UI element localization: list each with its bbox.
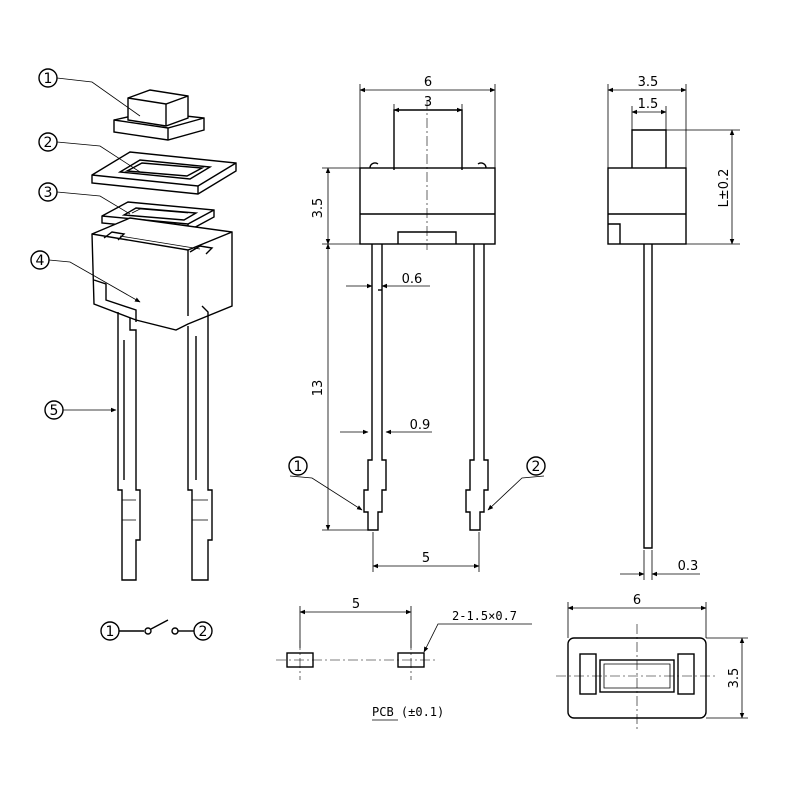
callout-3: 3 xyxy=(44,185,53,201)
dim-pcb-spacing: 5 xyxy=(352,597,360,612)
schematic-circle-2 xyxy=(193,621,213,641)
switch-schematic: 1 2 xyxy=(100,619,213,641)
side-view: 3.5 1.5 L±0.2 0.3 xyxy=(607,75,740,580)
front-view: 6 3 3.5 13 0.6 0.9 5 1 2 xyxy=(288,75,546,572)
dim-side-actuator: 1.5 xyxy=(638,97,659,112)
dim-front-width: 6 xyxy=(424,75,432,90)
dim-front-pin-width: 0.6 xyxy=(402,272,423,287)
dim-side-pin-thickness: 0.3 xyxy=(678,559,699,574)
callout-4: 4 xyxy=(36,253,45,269)
pin-callout-2: 2 xyxy=(532,459,541,475)
pin-callout-circle-1 xyxy=(288,456,308,476)
bottom-slot-left xyxy=(579,653,597,695)
part-actuator-cap xyxy=(113,89,205,141)
bottom-slot-right xyxy=(677,653,695,695)
dim-front-pin-tip: 0.9 xyxy=(410,418,431,433)
callout-5: 5 xyxy=(50,403,59,419)
schematic-pin-1: 1 xyxy=(106,624,115,640)
dim-front-body-height: 3.5 xyxy=(311,198,326,219)
dim-front-actuator: 3 xyxy=(424,95,432,110)
exploded-view: 1 2 3 4 5 xyxy=(30,68,237,581)
callout-2: 2 xyxy=(44,135,53,151)
part-frame-plate xyxy=(91,151,237,195)
schematic-pin-2: 2 xyxy=(199,624,208,640)
dim-bottom-height: 3.5 xyxy=(727,668,742,689)
dim-side-actuator-height: L±0.2 xyxy=(717,169,732,208)
bottom-view: 6 3.5 xyxy=(556,593,748,732)
part-housing xyxy=(91,217,233,331)
pin-callout-circle-2 xyxy=(526,456,546,476)
dim-front-pin-length: 13 xyxy=(311,380,326,397)
exploded-callouts: 1 2 3 4 5 xyxy=(30,68,141,420)
dim-pcb-hole-spec: 2-1.5×0.7 xyxy=(452,609,517,623)
pcb-label: PCB (±0.1) xyxy=(372,705,444,719)
callout-1: 1 xyxy=(44,71,53,87)
dim-front-pin-spacing: 5 xyxy=(422,551,430,566)
pin-callout-1: 1 xyxy=(294,459,303,475)
pcb-layout: 5 2-1.5×0.7 PCB (±0.1) xyxy=(276,597,532,721)
dim-bottom-width: 6 xyxy=(633,593,641,608)
part-pins xyxy=(117,305,213,581)
dim-side-width: 3.5 xyxy=(638,75,659,90)
